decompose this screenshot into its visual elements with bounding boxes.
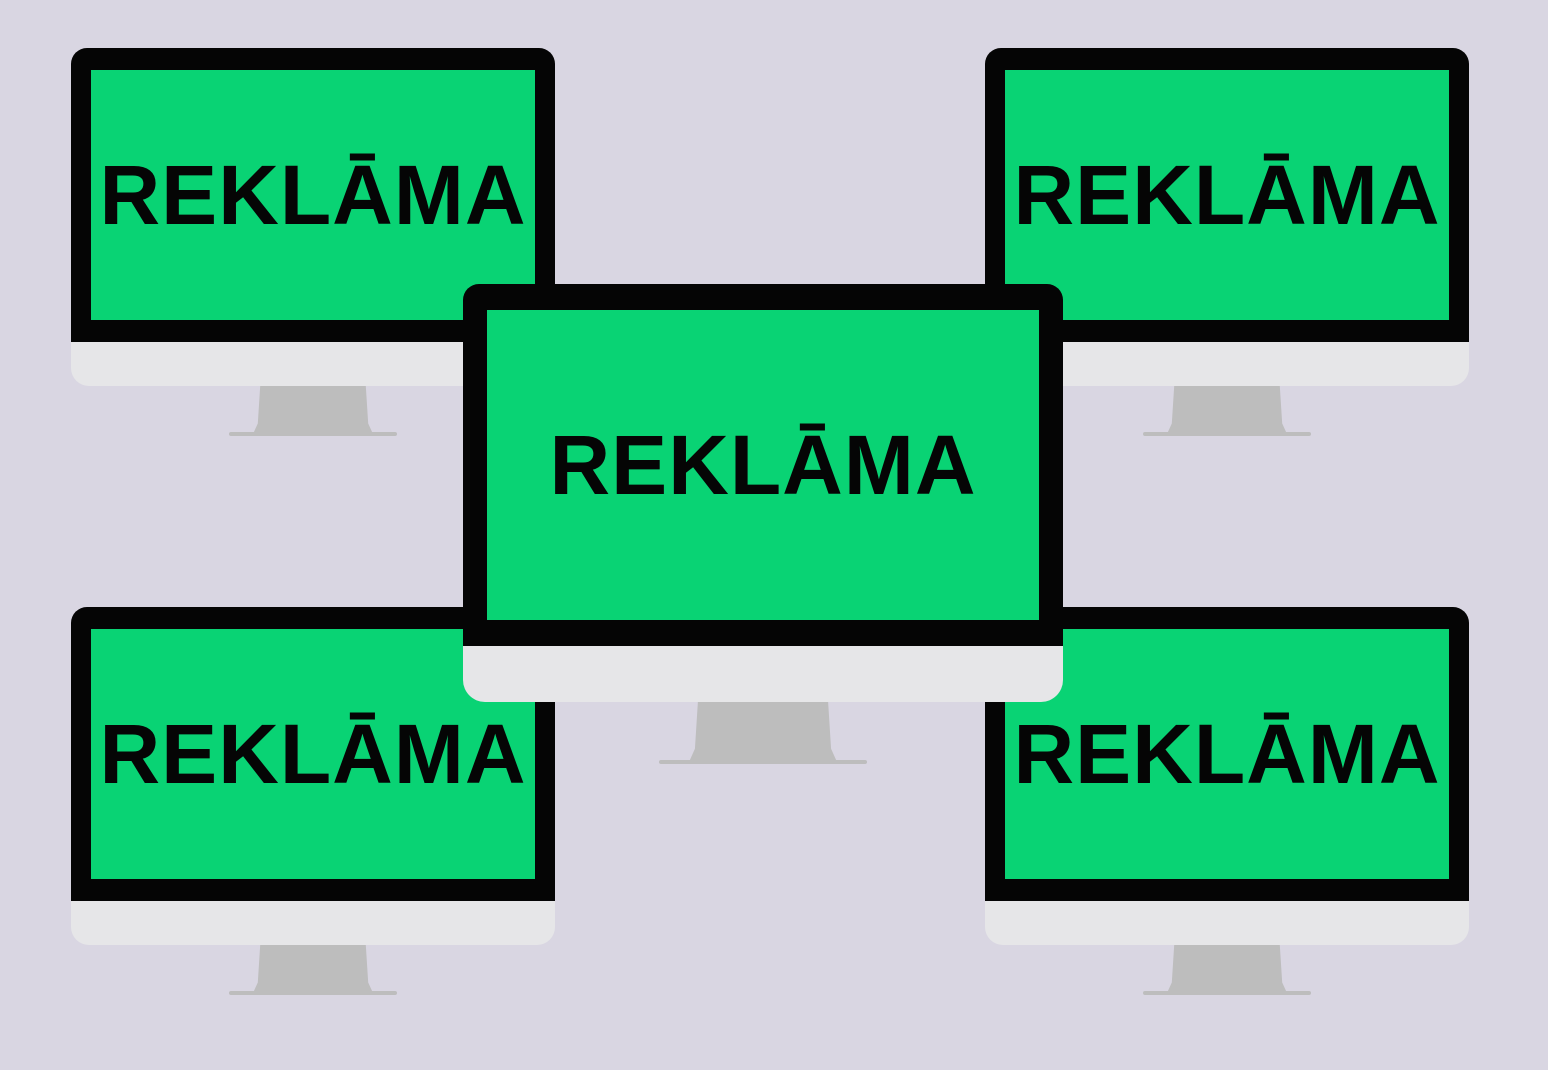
monitor-stand-foot [659,760,867,764]
monitor-screen: REKLĀMA [91,629,535,879]
monitor-screen: REKLĀMA [91,70,535,320]
ad-text: REKLĀMA [99,148,527,242]
monitor-screen: REKLĀMA [1005,70,1449,320]
monitor-stand-foot [1143,991,1311,995]
ad-text: REKLĀMA [99,707,527,801]
monitor-stand-foot [229,432,397,436]
monitor-screen: REKLĀMA [487,310,1039,620]
monitor-stand-neck [253,386,373,434]
monitor-top-left: REKLĀMA [71,48,555,438]
monitor-top-right: REKLĀMA [985,48,1469,438]
monitor-screen: REKLĀMA [1005,629,1449,879]
monitor-chin [985,342,1469,386]
monitor-stand-foot [229,991,397,995]
monitor-chin [463,646,1063,702]
ad-text: REKLĀMA [1013,148,1441,242]
monitor-stand-neck [689,702,837,762]
ad-text: REKLĀMA [1013,707,1441,801]
monitor-stand-neck [253,945,373,993]
monitor-stand-foot [1143,432,1311,436]
monitor-stand-neck [1167,386,1287,434]
ad-text: REKLĀMA [549,418,977,512]
monitor-bottom-right: REKLĀMA [985,607,1469,997]
monitor-chin [985,901,1469,945]
monitor-center: REKLĀMA [463,284,1063,770]
monitor-chin [71,901,555,945]
monitor-stand-neck [1167,945,1287,993]
